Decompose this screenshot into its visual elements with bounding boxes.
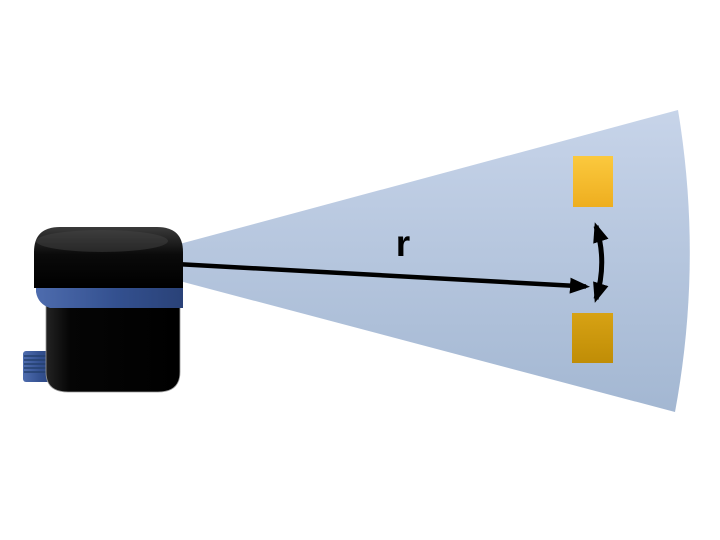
target-marker-top: [573, 156, 613, 207]
range-arrow-line: [175, 261, 590, 294]
sensor-lower-body: [45, 304, 181, 393]
target-separation-arrow: [593, 222, 609, 303]
sensor-top-cap: [34, 227, 183, 288]
sensor-blue-band: [36, 284, 183, 308]
target-marker-bottom: [572, 313, 613, 363]
sensor-fov-cone: [172, 110, 690, 412]
range-label: r: [396, 223, 410, 264]
range-arrow: [175, 261, 590, 294]
sensor-gloss-highlight: [36, 230, 168, 252]
lidar-sensor: [23, 227, 183, 393]
target-separation-arrow-line: [593, 222, 609, 303]
